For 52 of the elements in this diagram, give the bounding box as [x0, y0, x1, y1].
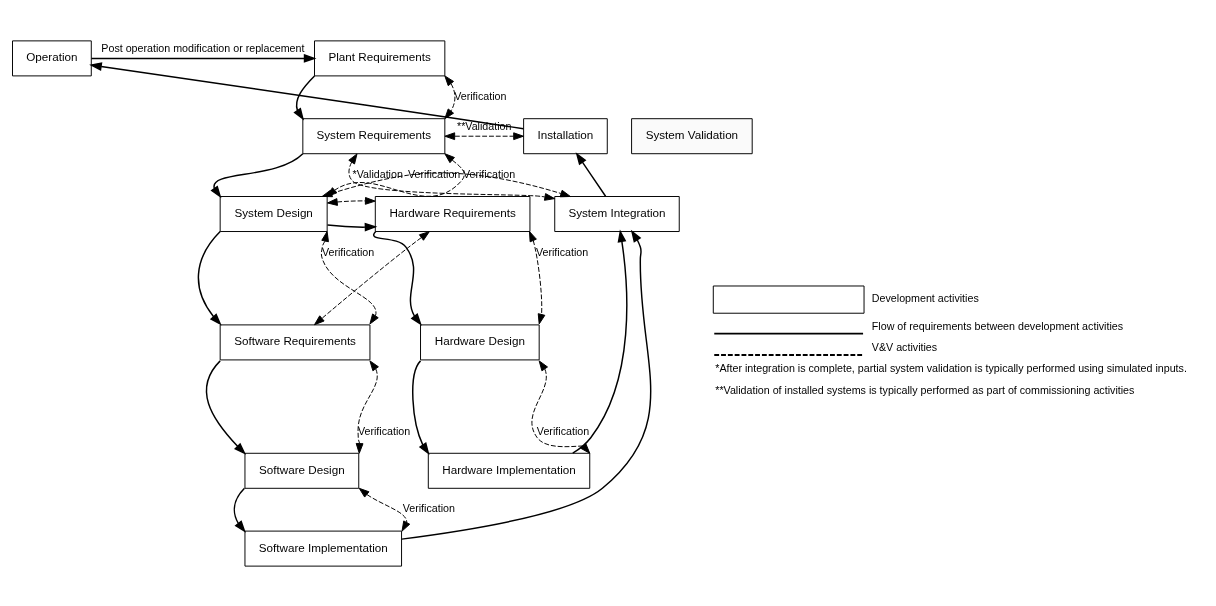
arrow [90, 53, 317, 63]
edge-label: *Validation [352, 167, 403, 180]
node-box: System Requirements [302, 117, 446, 154]
arrow [210, 152, 304, 198]
node-box: Hardware Implementation [427, 452, 591, 489]
edge-label: Verification [462, 167, 516, 180]
edge-label: Verification [357, 424, 411, 437]
arrow [572, 228, 628, 454]
arrow [314, 230, 430, 325]
arrow [412, 359, 430, 455]
node-box: System Validation [631, 117, 753, 154]
edge-label: Post operation modification or replacement [101, 41, 305, 54]
node-box: Operation [12, 39, 92, 76]
arrow [233, 487, 246, 533]
arrow [444, 131, 524, 140]
arrow [326, 222, 378, 232]
legend-label: Flow of requirements between development activities [871, 319, 1124, 332]
node-box: Plant Requirements [314, 39, 446, 76]
legend-label: V&V activities [871, 340, 938, 353]
node-box: Software Requirements [219, 323, 371, 360]
node-box: Software Design [244, 452, 360, 489]
arrow [401, 229, 652, 540]
arrow [531, 359, 591, 454]
node-box: System Design [219, 195, 328, 232]
node-box: System Integration [554, 195, 680, 232]
arrow [205, 359, 247, 455]
node-box: Hardware Requirements [374, 195, 531, 232]
arrow [348, 152, 556, 201]
arrow [320, 230, 379, 324]
node-box: Installation [523, 117, 608, 154]
edge-label: **Validation [457, 119, 512, 132]
arrow [444, 74, 456, 119]
edge-label: Verification [408, 167, 461, 180]
arrow [528, 230, 546, 324]
arrow [89, 61, 525, 129]
arrow [372, 230, 422, 326]
edge-label: Verification [536, 424, 590, 437]
arrow [355, 359, 379, 454]
edge-label: Verification [321, 245, 375, 258]
label: *After integration is complete, partial system validation is typically performed using simulated inputs. [715, 361, 1187, 374]
arrow [575, 151, 607, 197]
edge-label: Verification [535, 245, 589, 258]
arrow [293, 74, 316, 121]
node-box: Hardware Design [420, 323, 540, 360]
legend-label: Development activities [871, 291, 979, 304]
edge-label: Verification [454, 89, 507, 102]
edge-label: Verification [402, 501, 455, 514]
label: **Validation of installed systems is typically performed as part of commissioning activities [715, 383, 1135, 396]
node-box: Software Implementation [244, 530, 403, 567]
arrow [197, 230, 222, 326]
arrow [358, 487, 411, 532]
arrow [327, 196, 376, 206]
